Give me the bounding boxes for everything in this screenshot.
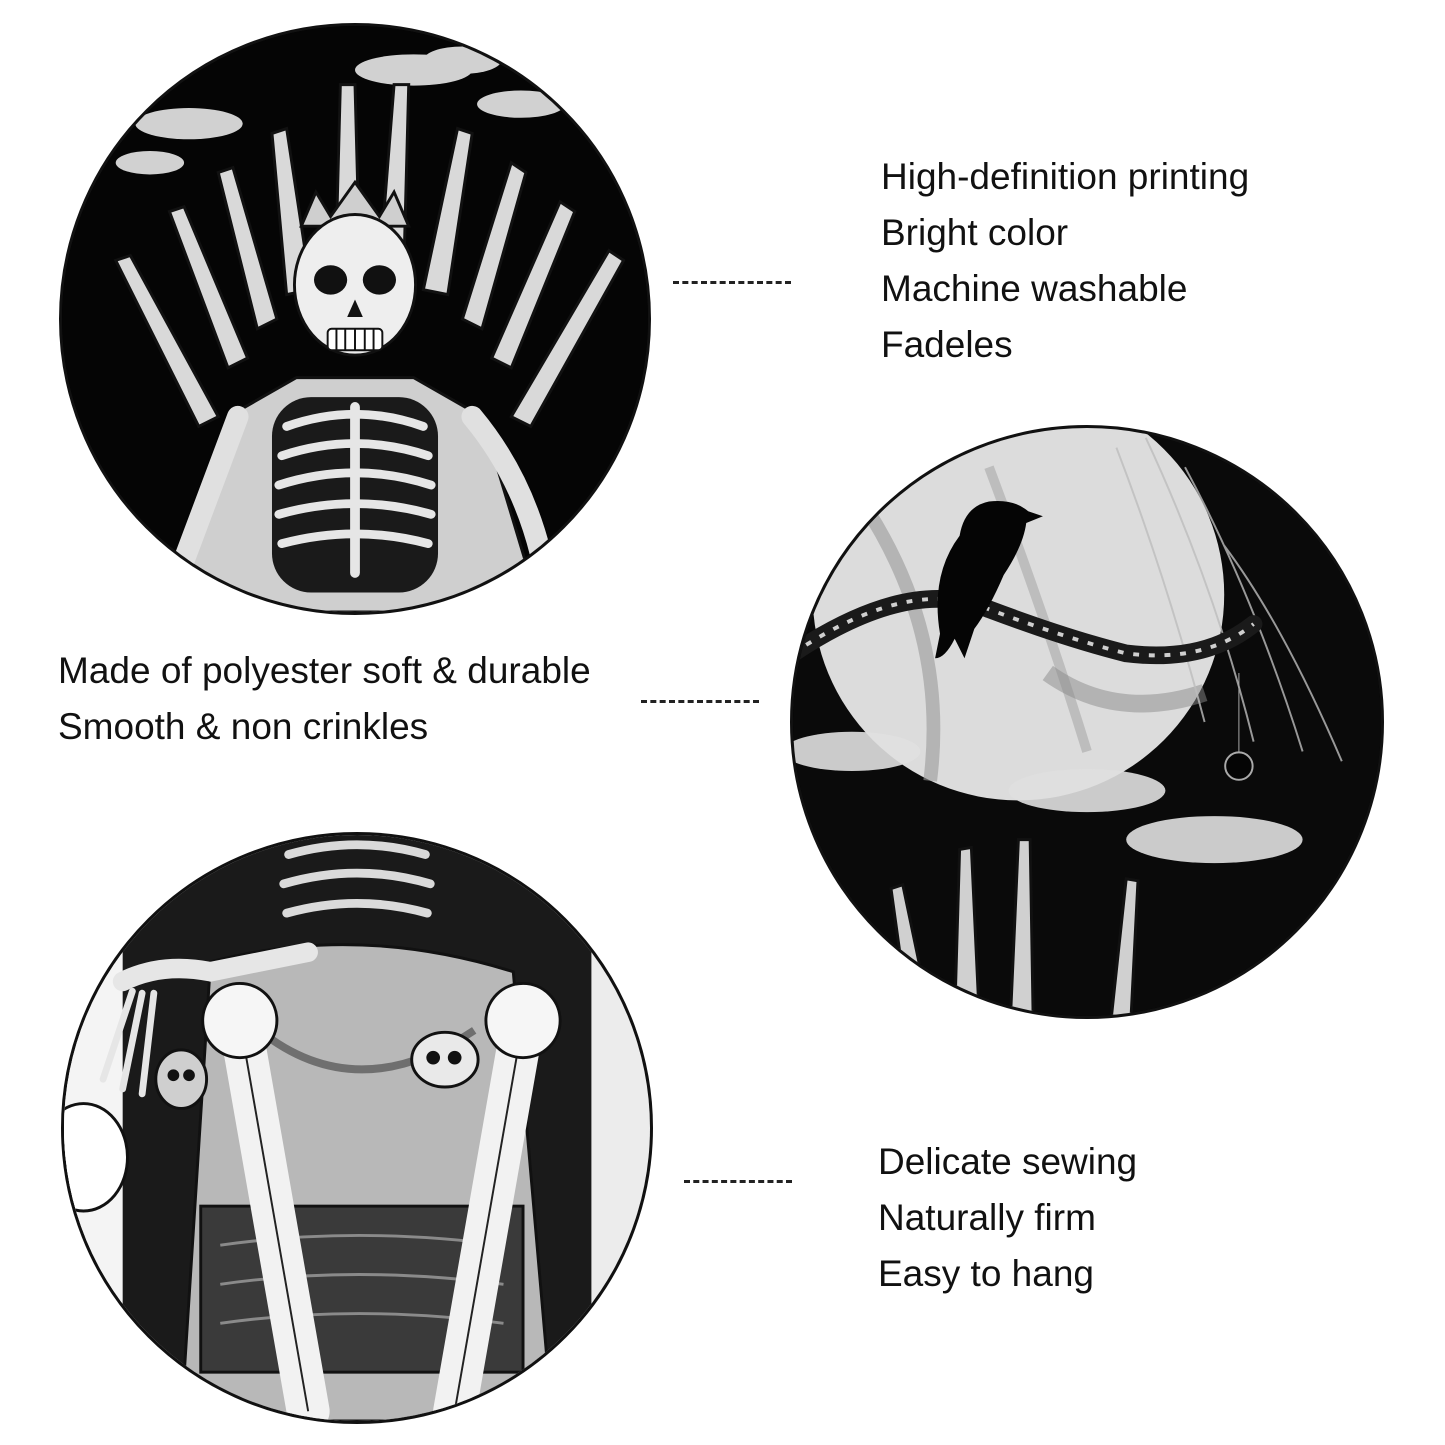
feature-item: Naturally firm: [878, 1197, 1096, 1238]
feature-item: Machine washable: [881, 268, 1188, 309]
features-top-list: High-definition printing Bright color Ma…: [881, 149, 1249, 373]
feature-item: Easy to hang: [878, 1253, 1094, 1294]
skeleton-throne-image: [59, 23, 651, 615]
connector-dash: [641, 700, 759, 703]
feature-item: High-definition printing: [881, 156, 1250, 197]
raven-moon-image: [790, 425, 1384, 1019]
feature-item: Made of polyester soft & durable: [58, 650, 591, 691]
connector-dash: [673, 281, 791, 284]
feature-item: Delicate sewing: [878, 1141, 1138, 1182]
skeleton-legs-image: [61, 832, 653, 1424]
features-middle-list: Made of polyester soft & durable Smooth …: [58, 643, 591, 755]
feature-item: Fadeles: [881, 324, 1013, 365]
connector-dash: [684, 1180, 792, 1183]
feature-item: Bright color: [881, 212, 1069, 253]
feature-item: Smooth & non crinkles: [58, 706, 429, 747]
features-bottom-list: Delicate sewing Naturally firm Easy to h…: [878, 1134, 1137, 1302]
